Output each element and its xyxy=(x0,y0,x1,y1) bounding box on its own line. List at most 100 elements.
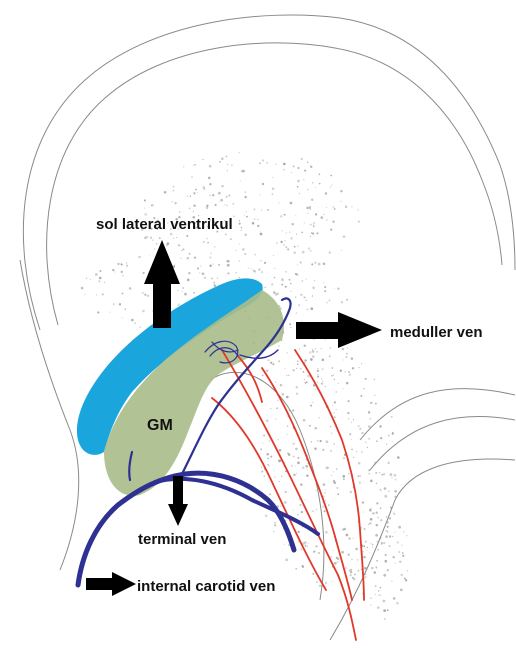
stipple-dot xyxy=(317,368,318,369)
stipple-dot xyxy=(272,193,274,195)
stipple-dot xyxy=(193,204,195,206)
stipple-dot xyxy=(378,590,379,591)
stipple-dot xyxy=(306,207,309,210)
stipple-dot xyxy=(324,510,326,512)
stipple-dot xyxy=(179,211,180,212)
stipple-dot xyxy=(293,509,294,510)
stipple-dot xyxy=(397,456,400,459)
stipple-dot xyxy=(351,439,352,440)
stipple-dot xyxy=(239,277,240,278)
stipple-dot xyxy=(231,164,232,165)
stipple-dot xyxy=(267,209,269,211)
stipple-dot xyxy=(380,507,382,509)
stipple-dot xyxy=(189,253,191,255)
stipple-dot xyxy=(280,505,281,506)
stipple-dot xyxy=(360,395,362,397)
stipple-dot xyxy=(287,352,288,353)
stipple-dot xyxy=(214,246,215,247)
stipple-dot xyxy=(187,257,190,260)
stipple-dot xyxy=(295,568,297,570)
stipple-dot xyxy=(277,439,279,441)
stipple-dot xyxy=(262,443,263,444)
stipple-dot xyxy=(322,359,325,362)
stipple-dot xyxy=(245,191,246,192)
stipple-dot xyxy=(309,351,311,353)
medial-contour xyxy=(20,260,79,570)
stipple-dot xyxy=(370,402,372,404)
stipple-dot xyxy=(227,164,228,165)
stipple-dot xyxy=(384,495,387,498)
stipple-dot xyxy=(400,589,403,592)
stipple-dot xyxy=(283,169,285,171)
stipple-dot xyxy=(399,561,401,563)
stipple-dot xyxy=(347,347,348,348)
stipple-dot xyxy=(332,581,333,582)
stipple-dot xyxy=(394,490,397,493)
stipple-dot xyxy=(361,363,362,364)
stipple-dot xyxy=(244,196,246,198)
stipple-dot xyxy=(272,363,274,365)
stipple-dot xyxy=(326,466,329,469)
stipple-dot xyxy=(282,393,285,396)
stipple-dot xyxy=(372,544,373,545)
stipple-dot xyxy=(324,290,326,292)
stipple-dot xyxy=(320,348,321,349)
stipple-dot xyxy=(305,382,306,383)
stipple-dot xyxy=(337,493,339,495)
label-internal-carotid-vein: internal carotid ven xyxy=(137,578,275,595)
stipple-dot xyxy=(264,287,266,289)
stipple-dot xyxy=(363,556,366,559)
stipple-dot xyxy=(348,553,350,555)
stipple-dot xyxy=(330,426,331,427)
stipple-dot xyxy=(224,204,225,205)
stipple-dot xyxy=(334,401,336,403)
stipple-dot xyxy=(274,470,275,471)
stipple-dot xyxy=(206,238,208,240)
stipple-dot xyxy=(273,255,274,256)
stipple-dot xyxy=(177,305,178,306)
stipple-dot xyxy=(290,237,292,239)
stipple-dot xyxy=(375,594,376,595)
stipple-dot xyxy=(392,536,393,537)
stipple-dot xyxy=(394,532,395,533)
stipple-dot xyxy=(375,534,378,537)
stipple-dot xyxy=(380,437,382,439)
stipple-dot xyxy=(361,451,363,453)
stipple-dot xyxy=(376,483,378,485)
stipple-dot xyxy=(284,501,286,503)
stipple-dot xyxy=(346,299,348,301)
stipple-dot xyxy=(316,509,317,510)
stipple-dot xyxy=(335,391,337,393)
stipple-dot xyxy=(332,405,333,406)
stipple-dot xyxy=(334,417,336,419)
stipple-dot xyxy=(348,400,350,402)
stipple-dot xyxy=(143,272,145,274)
stipple-dot xyxy=(329,251,331,253)
stipple-dot xyxy=(292,409,294,411)
stipple-dot xyxy=(121,271,123,273)
stipple-dot xyxy=(369,418,371,420)
stipple-dot xyxy=(358,462,361,465)
stipple-dot xyxy=(307,309,309,311)
stipple-dot xyxy=(369,509,372,512)
stipple-dot xyxy=(345,567,346,568)
stipple-dot xyxy=(293,251,295,253)
stipple-dot xyxy=(325,192,327,194)
stipple-dot xyxy=(301,158,303,160)
stipple-dot xyxy=(239,223,241,225)
stipple-dot xyxy=(220,199,223,202)
stipple-dot xyxy=(219,201,220,202)
stipple-dot xyxy=(398,551,400,553)
stipple-dot xyxy=(315,348,316,349)
stipple-dot xyxy=(182,291,183,292)
stipple-dot xyxy=(239,243,240,244)
stipple-dot xyxy=(119,303,121,305)
stipple-dot xyxy=(289,410,291,412)
stipple-dot xyxy=(218,192,221,195)
stipple-dot xyxy=(203,241,205,243)
stipple-dot xyxy=(292,369,294,371)
stipple-dot xyxy=(357,209,358,210)
stipple-dot xyxy=(368,425,371,428)
stipple-dot xyxy=(383,542,385,544)
stipple-dot xyxy=(99,277,102,280)
